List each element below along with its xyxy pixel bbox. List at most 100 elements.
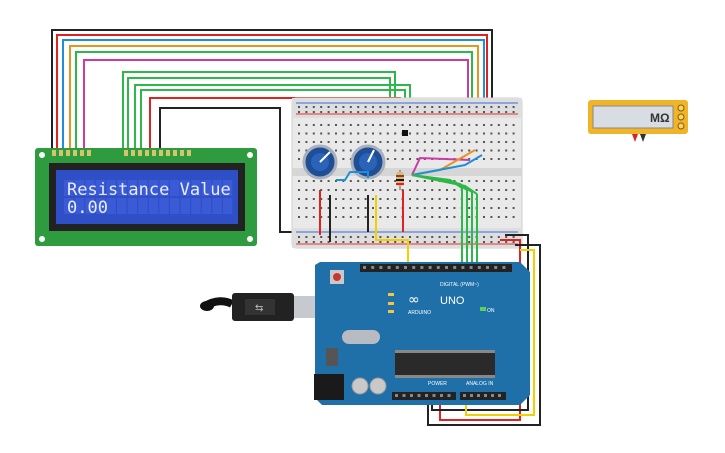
voltage-regulator	[326, 348, 338, 366]
mount-hole	[247, 236, 253, 242]
breadboard-hole	[342, 132, 345, 135]
breadboard-hole	[357, 236, 360, 238]
breadboard-hole	[483, 106, 485, 108]
multimeter-probe-jack[interactable]	[677, 113, 685, 121]
breadboard-hole	[453, 216, 456, 218]
breadboard-hole	[298, 158, 300, 160]
lcd-pin	[180, 150, 184, 156]
breadboard-hole	[490, 124, 493, 126]
breadboard-hole	[372, 236, 374, 238]
breadboard-hole	[372, 241, 374, 243]
multimeter-probe-jack[interactable]	[677, 122, 685, 130]
breadboard-hole	[505, 236, 508, 238]
breadboard-hole	[379, 180, 382, 182]
probe-lead-red[interactable]	[632, 134, 638, 142]
header-pin	[371, 266, 375, 269]
resistor[interactable]	[396, 170, 404, 190]
breadboard-hole	[453, 189, 456, 191]
breadboard-hole	[320, 198, 323, 200]
breadboard-hole	[468, 132, 471, 135]
breadboard-hole	[386, 241, 389, 243]
breadboard-hole	[416, 189, 419, 191]
breadboard-hole	[357, 111, 360, 113]
breadboard[interactable]	[291, 97, 523, 249]
breadboard-hole	[468, 241, 471, 243]
breadboard-hole	[312, 189, 315, 191]
led-rx	[388, 310, 394, 313]
breadboard-hole	[364, 132, 367, 135]
breadboard-hole	[386, 236, 389, 238]
breadboard-hole	[349, 180, 352, 182]
power-header[interactable]	[392, 392, 456, 400]
breadboard-hole	[468, 106, 471, 108]
breadboard-hole	[423, 124, 426, 126]
breadboard-hole	[423, 198, 426, 200]
breadboard-hole	[512, 124, 515, 126]
breadboard-hole	[327, 124, 330, 126]
breadboard-hole	[446, 189, 448, 191]
breadboard-hole	[490, 141, 493, 143]
potentiometer-left[interactable]	[302, 144, 338, 180]
breadboard-hole	[305, 149, 308, 152]
breadboard-hole	[490, 158, 493, 160]
mount-hole	[39, 152, 45, 158]
lcd-pin	[166, 150, 170, 156]
breadboard-hole	[483, 149, 485, 152]
breadboard-hole	[416, 111, 419, 113]
breadboard-hole	[312, 141, 315, 143]
breadboard-hole	[505, 132, 508, 135]
header-pin	[469, 266, 473, 269]
breadboard-hole	[505, 216, 508, 218]
breadboard-hole	[497, 236, 500, 238]
breadboard-hole	[438, 207, 441, 209]
breadboard-hole	[320, 180, 323, 182]
lcd-cell	[95, 180, 106, 196]
breadboard-hole	[446, 106, 448, 108]
lcd-cell	[201, 180, 212, 196]
power-jack[interactable]	[314, 374, 344, 400]
breadboard-hole	[327, 111, 330, 113]
lcd-cell	[95, 198, 106, 214]
lcd-header-pins[interactable]	[52, 150, 191, 156]
breadboard-hole	[394, 198, 397, 200]
breadboard-hole	[416, 180, 419, 182]
potentiometer-right[interactable]	[350, 144, 386, 180]
analog-header[interactable]	[460, 392, 506, 400]
probe-lead-black[interactable]	[640, 134, 646, 142]
breadboard-wires[interactable]	[319, 149, 541, 426]
breadboard-hole	[386, 189, 389, 191]
breadboard-hole	[497, 149, 500, 152]
breadboard-hole	[431, 124, 434, 126]
header-pin	[363, 266, 366, 269]
breadboard-hole	[342, 158, 345, 160]
arduino-uno[interactable]: DIGITAL (PWM~) ∞ UNO ARDUINO ON POWER AN…	[314, 262, 530, 405]
breadboard-hole	[342, 189, 345, 191]
multimeter-probe-jack[interactable]	[677, 104, 685, 112]
digital-header[interactable]	[360, 264, 512, 272]
breadboard-hole	[416, 207, 419, 209]
multimeter[interactable]: MΩ	[588, 100, 688, 142]
breadboard-hole	[320, 111, 323, 113]
breadboard-hole	[416, 141, 419, 143]
breadboard-hole	[490, 180, 493, 182]
breadboard-hole	[453, 198, 456, 200]
breadboard-hole	[335, 207, 337, 209]
breadboard-hole	[379, 141, 382, 143]
breadboard-hole	[386, 198, 389, 200]
breadboard-hole	[379, 189, 382, 191]
breadboard-hole	[416, 236, 419, 238]
breadboard-hole	[416, 124, 419, 126]
breadboard-hole	[327, 207, 330, 209]
breadboard-hole	[372, 132, 374, 135]
breadboard-hole	[379, 198, 382, 200]
usb-cable[interactable]: ⇆	[200, 293, 326, 321]
breadboard-hole	[475, 106, 478, 108]
breadboard-hole	[416, 149, 419, 152]
lcd-cell	[74, 180, 84, 196]
lcd-module[interactable]: Resistance Value 0.00	[35, 148, 257, 246]
breadboard-hole	[505, 124, 508, 126]
lcd-pin	[138, 150, 142, 156]
breadboard-hole	[372, 124, 374, 126]
header-pin	[428, 266, 432, 269]
